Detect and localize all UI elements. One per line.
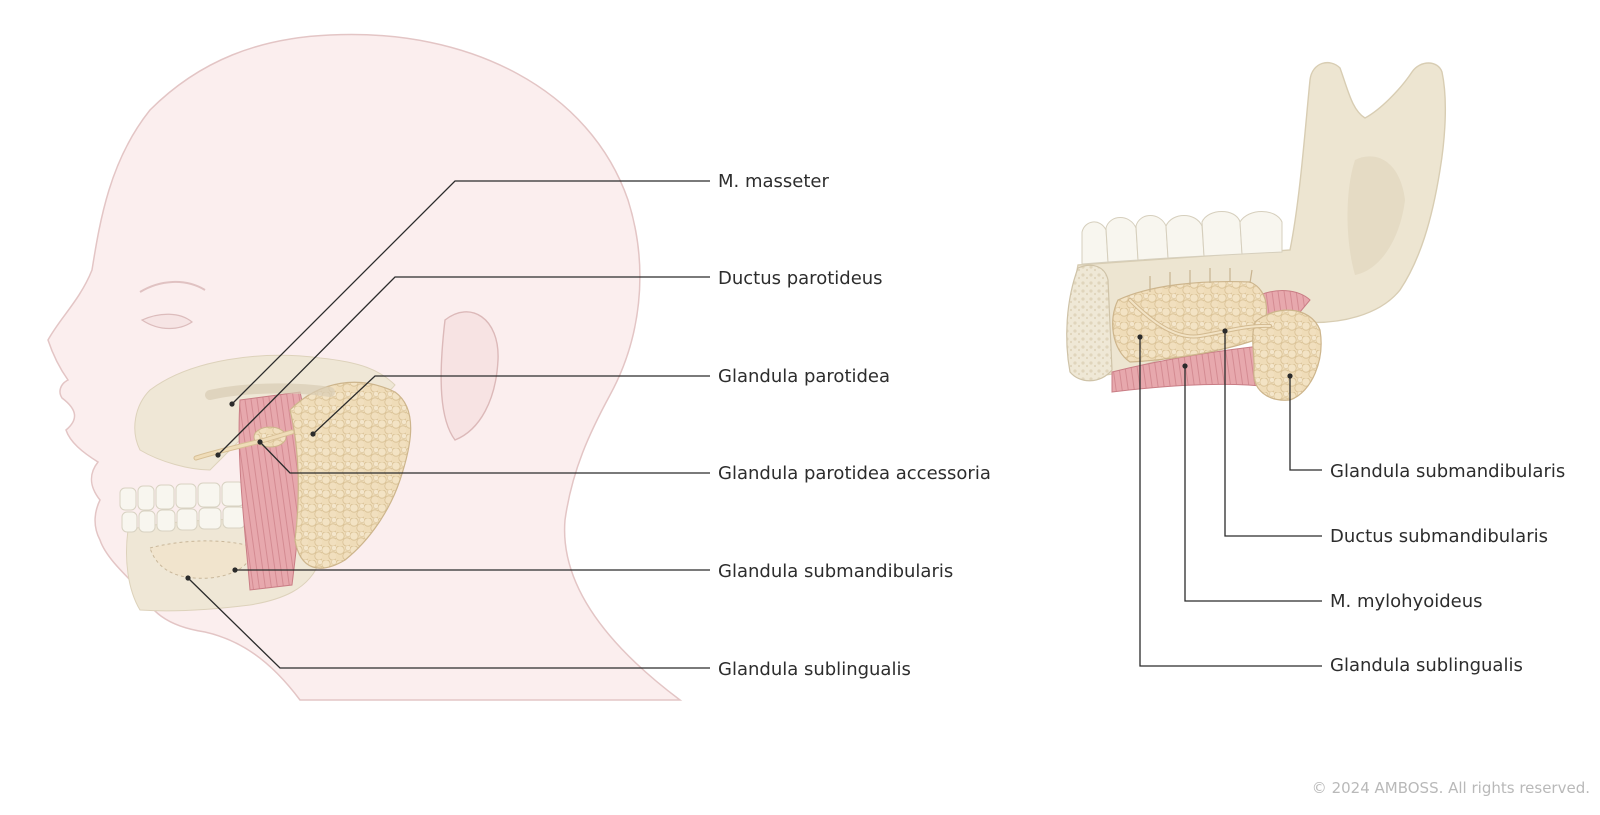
label-ductus-parotideus: Ductus parotideus <box>718 268 883 289</box>
right-labels: Glandula submandibularis Ductus submandi… <box>1330 461 1565 676</box>
label-glandula-submandibularis-right: Glandula submandibularis <box>1330 461 1565 482</box>
submandibular-gland <box>1252 309 1322 401</box>
sublingual-gland-outline <box>149 540 252 579</box>
label-glandula-parotidea: Glandula parotidea <box>718 366 890 387</box>
label-masseter: M. masseter <box>718 171 830 192</box>
parotid-gland <box>289 381 412 569</box>
ramus-shading <box>1347 156 1405 275</box>
mandible-cut-surface <box>1066 264 1113 382</box>
mandible-illustration <box>1066 61 1447 401</box>
zygomatic-arch <box>205 383 335 400</box>
label-m-mylohyoideus: M. mylohyoideus <box>1330 591 1483 612</box>
label-glandula-sublingualis-right: Glandula sublingualis <box>1330 655 1523 676</box>
sublingual-ducts <box>1149 268 1253 292</box>
right-leader-lines <box>1137 328 1322 667</box>
left-leader-lines <box>185 180 710 669</box>
label-glandula-submandibularis-left: Glandula submandibularis <box>718 561 953 582</box>
label-glandula-sublingualis-left: Glandula sublingualis <box>718 659 911 680</box>
label-glandula-parotidea-accessoria: Glandula parotidea accessoria <box>718 463 991 484</box>
upper-teeth <box>119 481 245 511</box>
label-ductus-submandibularis: Ductus submandibularis <box>1330 526 1548 547</box>
lower-molars <box>1081 211 1283 265</box>
left-labels: M. masseter Ductus parotideus Glandula p… <box>718 171 991 680</box>
brow <box>139 280 206 293</box>
copyright-notice: © 2024 AMBOSS. All rights reserved. <box>1312 779 1590 797</box>
head-illustration <box>47 33 683 701</box>
eye <box>140 313 194 330</box>
lower-teeth <box>121 506 246 533</box>
